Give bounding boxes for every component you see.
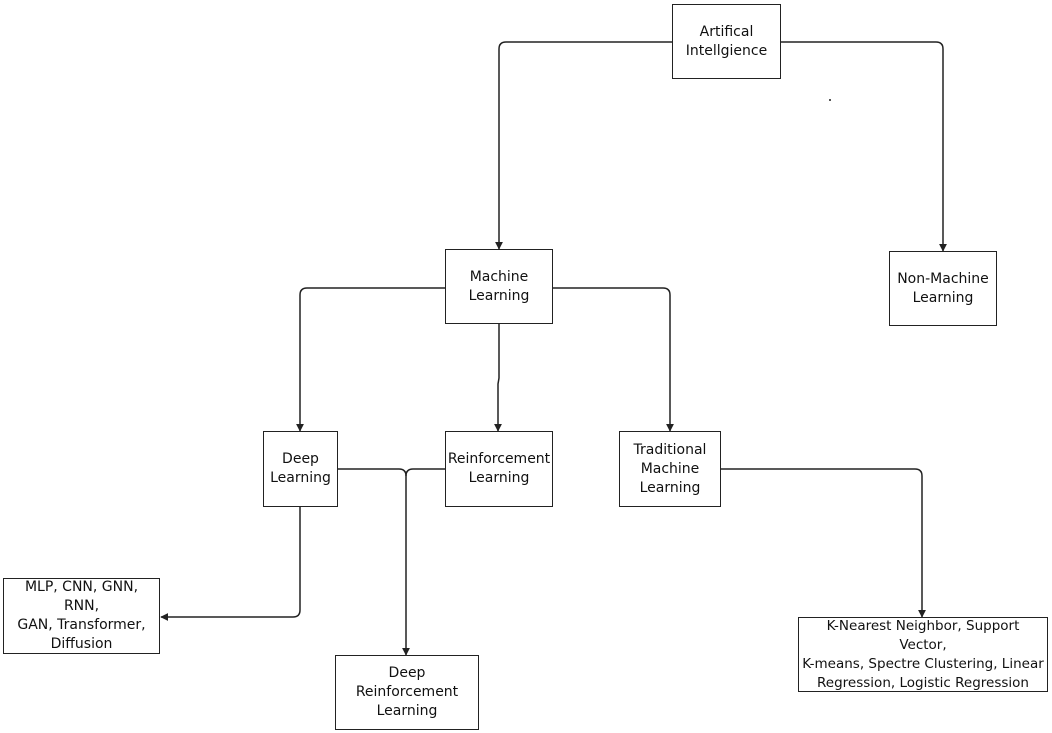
edge-ml-to-tml [553,287,674,432]
node-label: Deep Learning [270,451,331,486]
node-deep-reinforcement-learning: Deep Reinforcement Learning [335,655,479,730]
node-label: Non-Machine Learning [897,270,989,306]
node-label: Traditional Machine Learning [633,441,707,496]
stray-dot [829,99,831,101]
edge-dl-to-dl-models [160,507,301,621]
node-label: Reinforcement Learning [447,451,551,486]
node-label: Machine Learning [468,268,530,304]
edge-ml-to-rl [494,324,502,432]
node-deep-learning: Deep Learning [263,431,338,507]
node-reinforcement-learning: Reinforcement Learning [445,431,553,507]
node-machine-learning: Machine Learning [445,249,553,324]
node-label: Deep Reinforcement Learning [355,665,459,719]
node-artificial-intelligence: Artifical Intellgience [672,4,781,79]
node-non-machine-learning: Non-Machine Learning [889,251,997,326]
edge-rl-to-drl [405,468,445,477]
node-label: Artifical Intellgience [685,23,768,59]
edge-ml-to-dl [296,287,445,432]
node-traditional-ml-models: K-Nearest Neighbor, Support Vector, K-me… [798,617,1048,692]
node-traditional-machine-learning: Traditional Machine Learning [619,431,721,507]
edge-tml-to-tml-models [721,468,926,618]
node-label: MLP, CNN, GNN, RNN, GAN, Transformer, Di… [17,579,146,652]
node-deep-learning-models: MLP, CNN, GNN, RNN, GAN, Transformer, Di… [3,578,160,654]
edge-dl-to-drl [338,468,410,656]
edge-ai-to-non-ml [781,41,947,252]
node-label: K-Nearest Neighbor, Support Vector, K-me… [802,617,1044,691]
edge-ai-to-ml [495,41,672,250]
